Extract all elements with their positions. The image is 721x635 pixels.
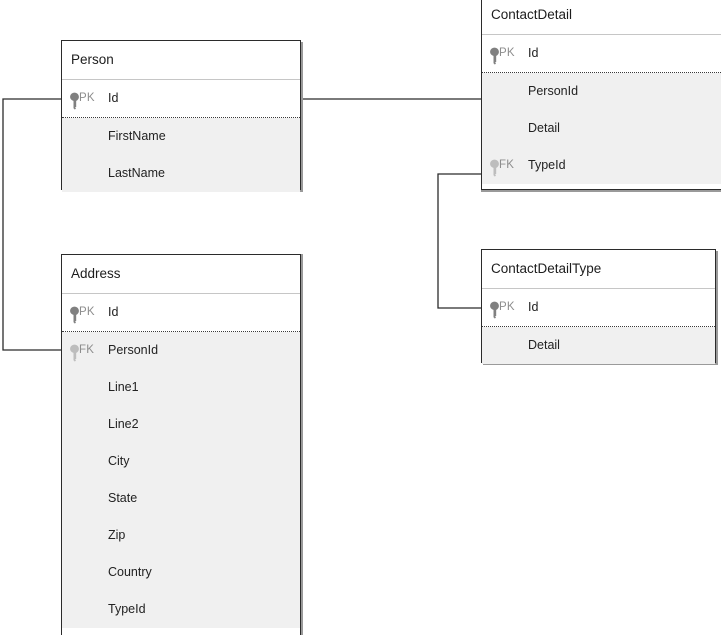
- primary-key-section: PK Id: [62, 79, 300, 118]
- field-name: TypeId: [108, 602, 146, 616]
- key-icon: [69, 89, 80, 117]
- field-kind-label: PK: [79, 92, 95, 104]
- relationship-line-person-to-address[interactable]: [2, 98, 61, 351]
- field-name: TypeId: [528, 158, 566, 172]
- key-cell-empty: [69, 591, 111, 628]
- entity-title-contactdetailtype: ContactDetailType: [482, 250, 715, 288]
- field-row[interactable]: Detail: [482, 110, 721, 147]
- field-row[interactable]: Country: [62, 554, 300, 591]
- field-row[interactable]: TypeId: [62, 591, 300, 628]
- field-name: Id: [108, 305, 119, 319]
- field-kind-label: FK: [499, 159, 515, 171]
- field-name: Zip: [108, 528, 126, 542]
- field-name: State: [108, 491, 138, 505]
- field-name: Line2: [108, 417, 139, 431]
- key-cell: [69, 332, 111, 369]
- field-row[interactable]: PK Id: [62, 294, 300, 331]
- key-cell-empty: [69, 554, 111, 591]
- field-name: Id: [528, 46, 539, 60]
- field-section: Detail: [482, 327, 715, 364]
- key-icon: [489, 298, 500, 326]
- key-icon: [69, 341, 80, 369]
- primary-key-section: PK Id: [62, 293, 300, 332]
- key-cell: [489, 147, 531, 184]
- key-icon: [489, 44, 500, 72]
- key-cell-empty: [489, 327, 531, 364]
- key-cell: [69, 80, 111, 117]
- primary-key-section: PK Id: [482, 288, 715, 327]
- field-row[interactable]: City: [62, 443, 300, 480]
- primary-key-section: PK Id: [482, 34, 721, 73]
- field-name: Id: [108, 91, 119, 105]
- key-cell: [489, 289, 531, 326]
- entity-title-address: Address: [62, 255, 300, 293]
- key-cell-empty: [489, 110, 531, 147]
- entity-title-person: Person: [62, 41, 300, 79]
- relationship-line-contactdetail-to-contactdetailtype[interactable]: [437, 173, 481, 309]
- field-name: Detail: [528, 338, 560, 352]
- field-row[interactable]: PK Id: [482, 289, 715, 326]
- field-name: FirstName: [108, 129, 166, 143]
- field-kind-label: PK: [79, 306, 95, 318]
- field-row[interactable]: State: [62, 480, 300, 517]
- entity-title-contactdetail: ContactDetail: [482, 0, 721, 34]
- field-row[interactable]: Zip: [62, 517, 300, 554]
- field-kind-label: FK: [79, 344, 95, 356]
- field-name: PersonId: [528, 84, 579, 98]
- field-name: Country: [108, 565, 152, 579]
- key-cell-empty: [69, 369, 111, 406]
- field-row[interactable]: LastName: [62, 155, 300, 192]
- field-row[interactable]: FK TypeId: [482, 147, 721, 184]
- field-kind-label: PK: [499, 301, 515, 313]
- field-name: Detail: [528, 121, 560, 135]
- key-cell-empty: [489, 73, 531, 110]
- field-name: PersonId: [108, 343, 159, 357]
- field-row[interactable]: PK Id: [62, 80, 300, 117]
- key-cell-empty: [69, 406, 111, 443]
- key-cell: [489, 35, 531, 72]
- field-row[interactable]: PersonId: [482, 73, 721, 110]
- field-row[interactable]: FirstName: [62, 118, 300, 155]
- key-cell-empty: [69, 118, 111, 155]
- key-icon: [69, 303, 80, 331]
- field-name: Line1: [108, 380, 139, 394]
- key-cell: [69, 294, 111, 331]
- field-row[interactable]: FK PersonId: [62, 332, 300, 369]
- field-name: LastName: [108, 166, 165, 180]
- key-cell-empty: [69, 155, 111, 192]
- field-kind-label: PK: [499, 47, 515, 59]
- key-icon: [489, 156, 500, 184]
- field-name: City: [108, 454, 130, 468]
- key-cell-empty: [69, 443, 111, 480]
- key-cell-empty: [69, 517, 111, 554]
- field-row[interactable]: PK Id: [482, 35, 721, 72]
- field-row[interactable]: Line1: [62, 369, 300, 406]
- field-row[interactable]: Detail: [482, 327, 715, 364]
- field-row[interactable]: Line2: [62, 406, 300, 443]
- key-cell-empty: [69, 480, 111, 517]
- field-name: Id: [528, 300, 539, 314]
